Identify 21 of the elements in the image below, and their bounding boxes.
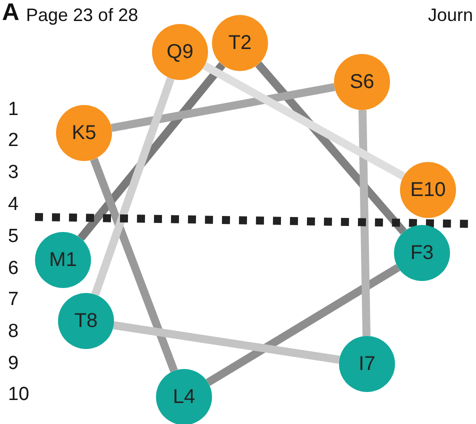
line-number: 6	[8, 259, 19, 278]
page-header-text: Journ	[428, 6, 474, 24]
helix-connector	[206, 264, 400, 386]
helix-connector	[358, 110, 370, 336]
helix-connector	[113, 321, 340, 364]
line-number: 9	[8, 354, 19, 373]
line-number: 1	[8, 100, 19, 119]
helix-connector	[91, 77, 175, 296]
line-number: 8	[8, 322, 19, 341]
helix-connector	[78, 62, 226, 241]
helix-connector	[90, 158, 178, 372]
line-number: 2	[8, 131, 19, 150]
line-number: 10	[8, 385, 30, 404]
line-number: 3	[8, 163, 19, 182]
helix-connector	[202, 62, 406, 180]
helix-connector	[110, 83, 336, 132]
page-header-text: Page 23 of 28	[26, 6, 138, 24]
panel-letter: A	[2, 1, 20, 25]
line-number: 5	[8, 227, 19, 246]
line-number: 4	[8, 195, 19, 214]
line-number: 7	[8, 290, 19, 309]
